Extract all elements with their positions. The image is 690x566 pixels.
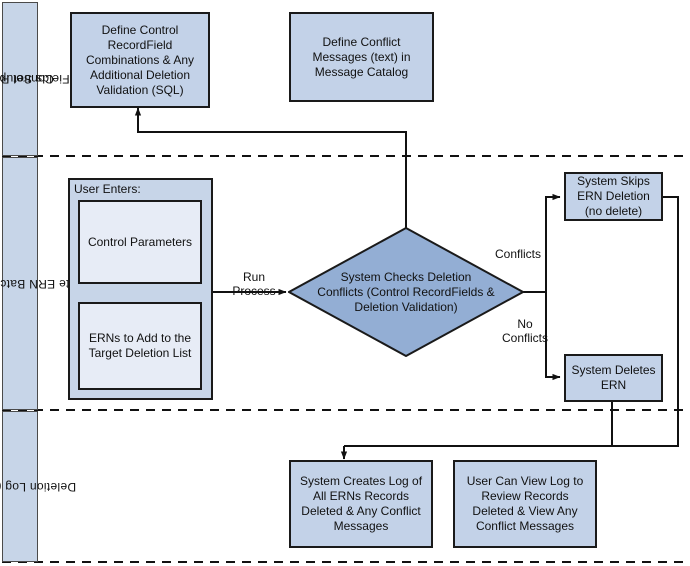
lane-label-line1: Deletion Log (Audit) [0,479,77,494]
node-label: System Skips ERN Deletion (no delete) [577,174,650,218]
node-label: Define Conflict Messages (text) in Messa… [312,34,411,79]
lane-header-delete-ern-batch-process: Delete ERN Batch Process [0,157,96,410]
edge-conflicts [545,193,561,292]
node-label: Define Control RecordField Combinations … [85,22,195,97]
group-user-enters-label: User Enters: [74,182,141,196]
node-system-skips-ern-deletion[interactable]: System Skips ERN Deletion (no delete) [564,172,663,221]
lane-header-deletion-log-audit: Deletion Log (Audit) [0,411,76,562]
node-define-control-recordfield-combinations[interactable]: Define Control RecordField Combinations … [70,12,210,108]
diamond-shape [286,226,526,358]
node-label: User Can View Log to Review Records Dele… [466,474,584,533]
node-control-parameters[interactable]: Control Parameters [78,200,202,284]
node-label: System Checks Deletion Conflicts (Contro… [317,269,495,314]
node-decision-system-checks-deletion-conflicts[interactable]: System Checks Deletion Conflicts (Contro… [286,226,526,358]
edge-label-no-conflicts: No Conflicts [494,317,556,345]
node-erns-to-add-to-target-deletion-list[interactable]: ERNs to Add to the Target Deletion List [78,302,202,390]
node-label: Control Parameters [87,234,193,249]
node-define-conflict-messages[interactable]: Define Conflict Messages (text) in Messa… [289,12,434,102]
node-label: System Deletes ERN [571,363,656,392]
edge-label-line2: Conflicts [501,331,548,345]
node-system-creates-log[interactable]: System Creates Log of All ERNs Records D… [289,460,433,548]
node-label: System Creates Log of All ERNs Records D… [299,474,423,533]
edge-label-run-process: Run Process [222,270,286,298]
lane-header-control-records-fields-setup: Control Records/ Fields Setup [0,2,69,156]
node-label: ERNs to Add to the Target Deletion List [88,331,192,360]
node-user-can-view-log[interactable]: User Can View Log to Review Records Dele… [453,460,597,548]
edge-label-line1: Conflicts [495,247,542,261]
edge-label-line1: Run [242,270,265,284]
edge-label-conflicts: Conflicts [495,247,595,261]
node-system-deletes-ern[interactable]: System Deletes ERN [564,354,663,402]
edge-deletes-to-log [344,402,613,447]
edge-label-line1: No [517,317,533,331]
edge-label-line2: Process [232,284,276,298]
